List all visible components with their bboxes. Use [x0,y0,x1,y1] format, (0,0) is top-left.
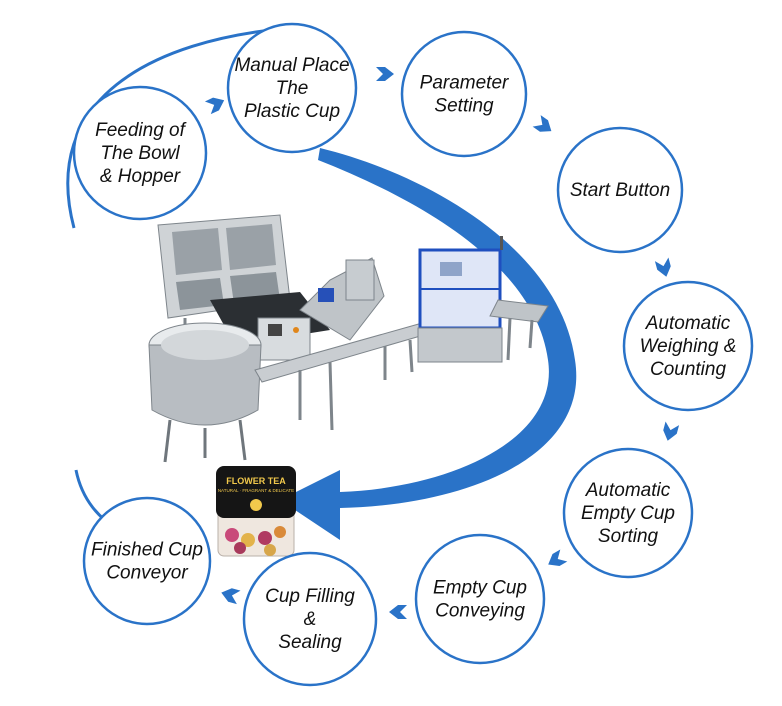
return-arrow-head [280,470,340,540]
step-label-line: & Hopper [100,166,181,187]
machine-illustration [148,214,549,463]
tea-cup-product-icon: FLOWER TEA NATURAL · FRAGRANT & DELICATE [216,466,296,557]
step-label-line: The Bowl [100,143,180,164]
step-circle [242,551,378,687]
chevron-arrow-icon [532,115,552,132]
outer-cycle-arc [66,26,291,229]
step-label-line: Empty Cup [581,503,675,524]
step-label-line: Cup Filling [265,586,355,607]
step-circle [556,126,684,254]
product-tagline: NATURAL · FRAGRANT & DELICATE [218,488,294,493]
step-circle [226,22,358,154]
step-label-line: Automatic [585,480,671,501]
step-circle [562,447,694,579]
chevron-arrow-icon [376,67,394,81]
step-label-line: Manual Place [234,55,349,76]
chevron-arrow-icon [204,97,225,115]
step-label-line: The [276,78,309,99]
step-label-line: Plastic Cup [244,101,340,122]
step-circle [414,533,546,665]
step-label-line: Weighing & [640,336,737,357]
step-label-line: Parameter [420,73,509,94]
step-circle [82,496,212,626]
return-arrow-body [318,148,577,508]
step-label-line: Start Button [570,180,670,201]
step-label-line: Empty Cup [433,578,527,599]
product-brand: FLOWER TEA [226,476,286,486]
step-label-line: Sorting [598,526,659,547]
step-label-line: Conveyor [106,563,188,584]
step-label-line: Conveying [435,601,525,622]
step-label-line: Sealing [278,632,342,653]
step-circle [622,280,754,412]
step-label-line: Setting [434,96,494,117]
step-label-line: Feeding of [95,120,187,141]
chevron-arrow-icon [221,588,241,605]
step-arrows [204,67,680,619]
step-label-line: Finished Cup [91,540,203,561]
chevron-arrow-icon [663,421,680,441]
step-node-filling: Cup Filling&Sealing [242,551,378,687]
step-label-line: & [304,609,317,630]
chevron-arrow-icon [389,605,407,619]
step-node-start: Start Button [556,126,684,254]
chevron-arrow-icon [548,549,568,567]
chevron-arrow-icon [654,257,671,277]
step-circle [400,30,528,158]
step-circle [72,85,208,221]
step-label-line: Counting [650,359,726,380]
step-label-line: Automatic [645,313,731,334]
